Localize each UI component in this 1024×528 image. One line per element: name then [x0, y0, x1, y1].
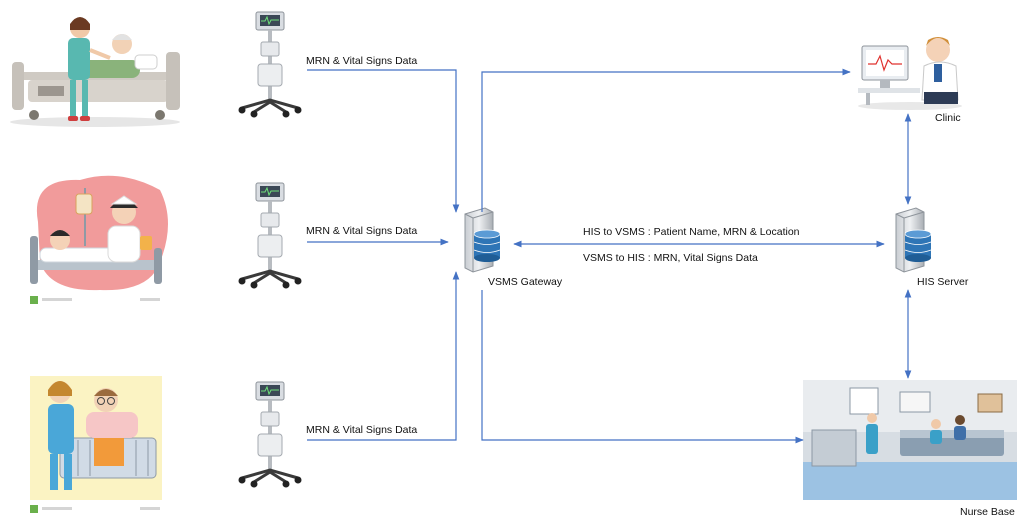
connectors — [307, 68, 912, 444]
monitor-1-label: MRN & Vital Signs Data — [306, 55, 418, 67]
his-to-vsms-label: HIS to VSMS : Patient Name, MRN & Locati… — [583, 226, 800, 238]
vital-signs-monitor-2-icon — [237, 181, 303, 290]
vsms-to-his-label: VSMS to HIS : MRN, Vital Signs Data — [583, 252, 758, 264]
his-server-label: HIS Server — [917, 276, 969, 288]
link-gateway-to-clinic — [481, 68, 851, 212]
vital-signs-monitor-3-icon — [237, 380, 303, 489]
patient-scene-3-icon — [30, 376, 162, 513]
monitor-3-label: MRN & Vital Signs Data — [306, 424, 418, 436]
gateway-label: VSMS Gateway — [488, 276, 563, 288]
nurse-base-label: Nurse Base — [960, 506, 1015, 518]
link-gateway-to-nurse-base — [481, 290, 804, 444]
link-monitor-1-to-gateway — [307, 69, 460, 213]
patient-scene-2-icon — [30, 175, 169, 304]
monitor-2-label: MRN & Vital Signs Data — [306, 225, 418, 237]
nurse-base-station-icon — [803, 380, 1017, 500]
link-monitor-3-to-gateway — [307, 271, 460, 441]
vsms-gateway-server-icon — [464, 207, 501, 273]
vital-signs-monitor-1-icon — [237, 10, 303, 119]
patient-scene-1-icon — [8, 8, 183, 128]
his-server-icon — [895, 207, 932, 273]
clinic-label: Clinic — [935, 112, 961, 124]
clinic-doctor-icon — [858, 37, 962, 110]
